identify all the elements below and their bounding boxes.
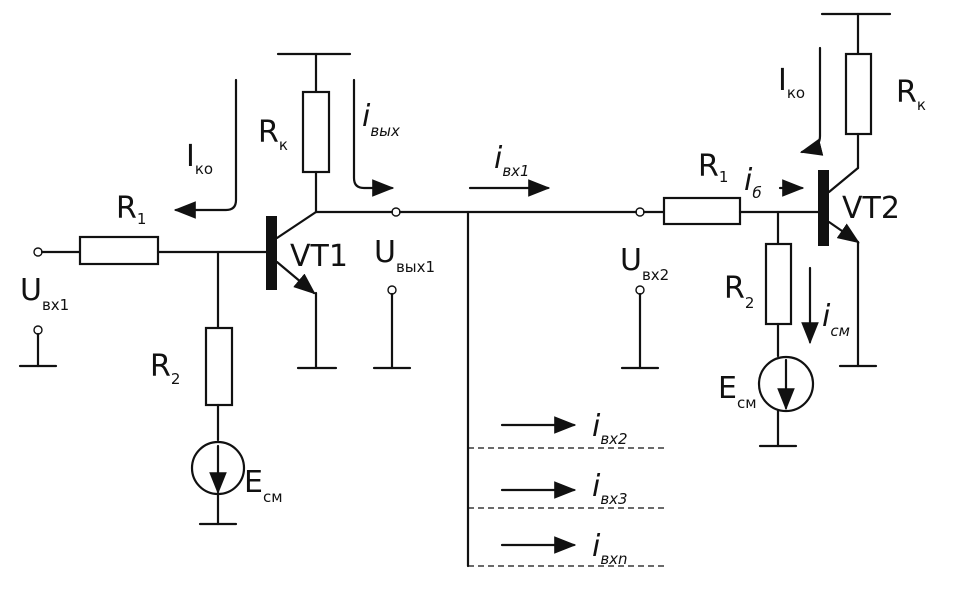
label-ivyx: iвых [362, 99, 400, 140]
source-ecm-right [757, 355, 815, 448]
source-ecm-left [190, 440, 246, 526]
label-ivxn: iвхn [592, 529, 628, 568]
label-ik0-right: Iко [778, 63, 805, 102]
output-terminal-uvyx1 [372, 207, 638, 370]
resistor-r2-left-branch [204, 250, 234, 442]
label-ecm-right: Eсм [718, 371, 757, 412]
resistor-r2-right-branch [764, 210, 793, 358]
resistor-rk-right-branch [820, 12, 892, 170]
label-r1-right: R1 [698, 149, 728, 186]
current-arrow-ik0-right [799, 46, 824, 156]
input-terminal-uvx2 [620, 207, 666, 370]
current-arrow-ik0-left [173, 78, 238, 219]
label-icm: iсм [822, 299, 850, 340]
transistor-vt1 [266, 210, 338, 370]
resistor-rk-left-branch [276, 52, 352, 214]
label-ib: iб [744, 163, 762, 202]
label-uvx2: Uвх2 [620, 243, 669, 284]
label-vt1: VT1 [290, 239, 348, 274]
label-ivx3: iвх3 [592, 469, 628, 508]
label-r1-left: R1 [116, 191, 146, 228]
label-rk-left: Rк [258, 115, 288, 154]
label-uvyx1: Uвых1 [374, 235, 435, 276]
current-arrow-ivyx [352, 78, 395, 197]
label-vt2: VT2 [842, 191, 900, 226]
load-bus [466, 210, 664, 568]
label-ivx1: iвх1 [494, 141, 530, 180]
label-uvx1: Uвх1 [20, 273, 69, 314]
resistor-r1-left [78, 235, 160, 266]
resistor-r1-right [662, 196, 742, 226]
input-terminal-uvx1 [18, 247, 82, 368]
label-r2-right: R2 [724, 271, 754, 312]
label-ik0-left: Iко [186, 139, 213, 178]
label-ivx2: iвх2 [592, 409, 628, 448]
label-r2-left: R2 [150, 349, 180, 388]
label-rk-right: Rк [896, 75, 926, 114]
label-ecm-left: Eсм [244, 465, 283, 506]
transistor-vt2 [818, 166, 878, 368]
